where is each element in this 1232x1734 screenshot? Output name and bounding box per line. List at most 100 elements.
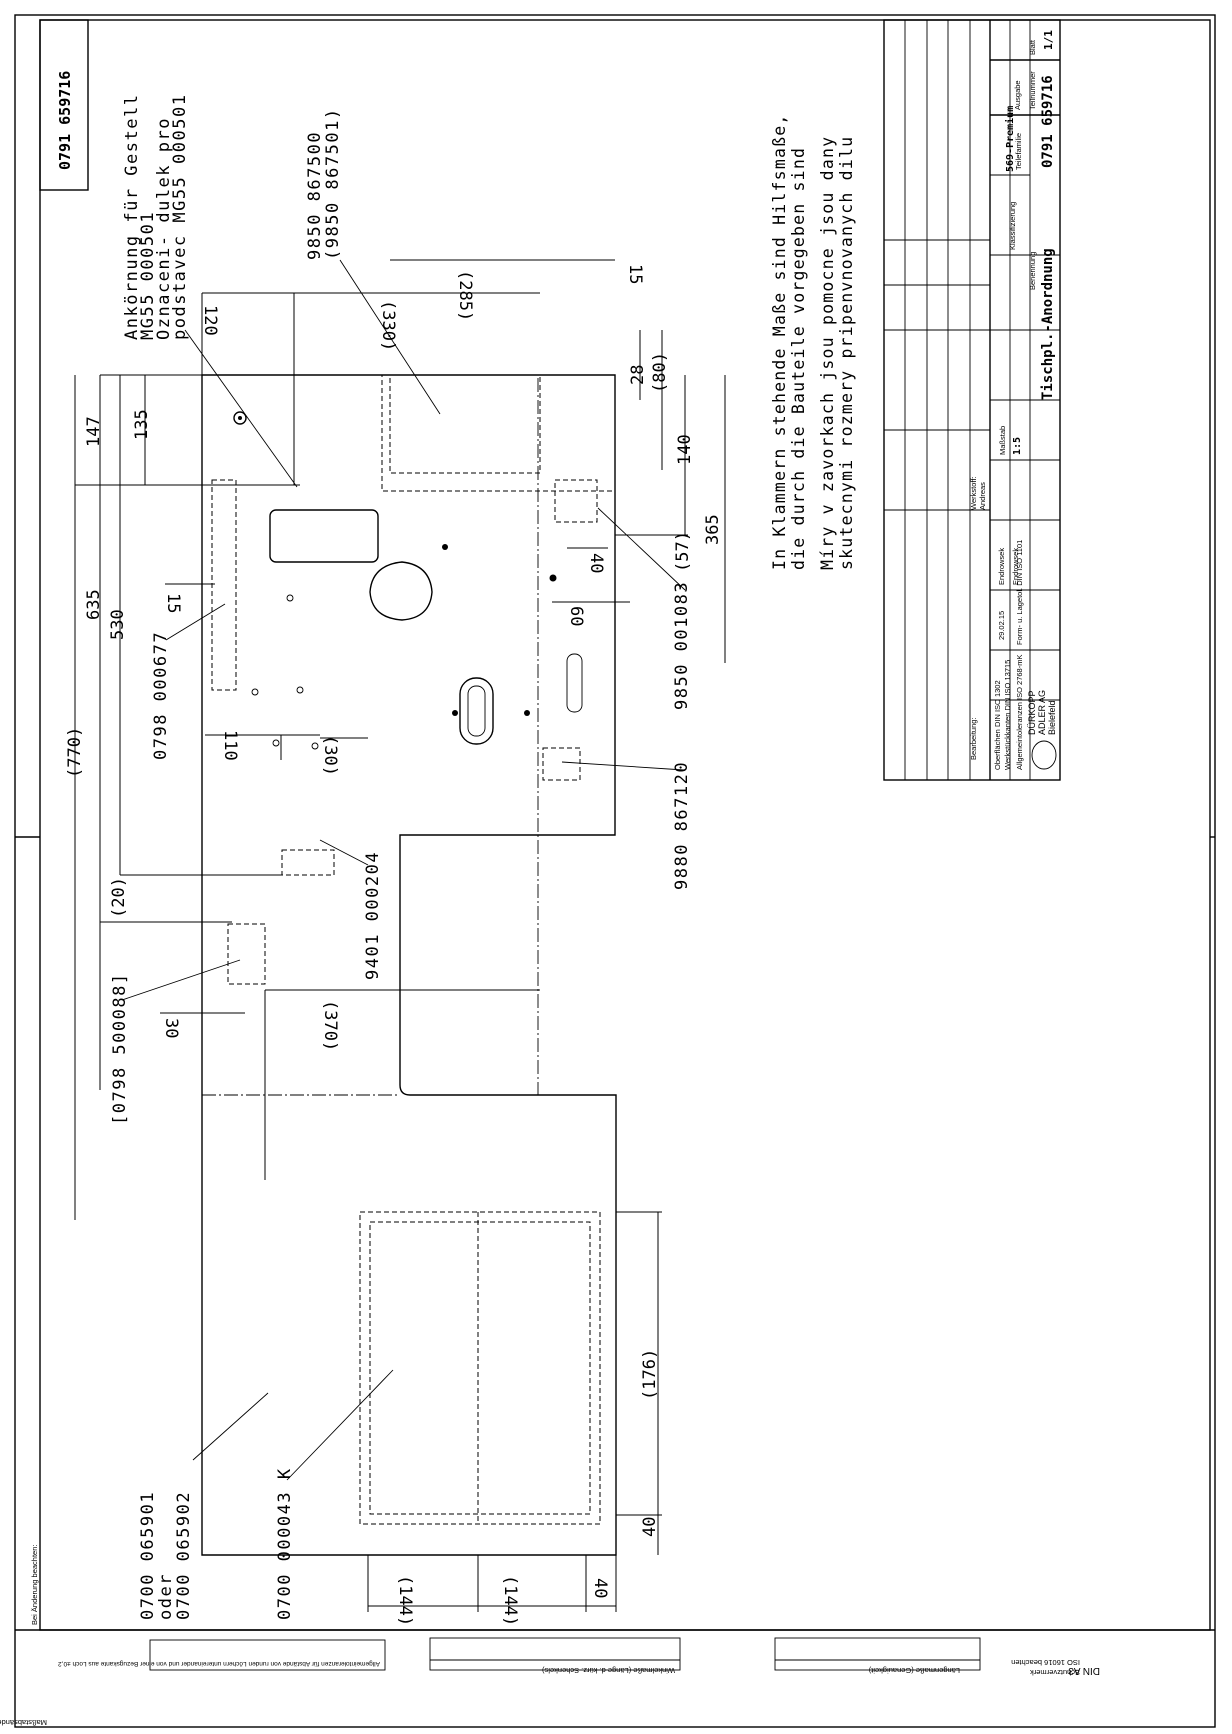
svg-text:die durch die Bauteile vorgege: die durch die Bauteile vorgegeben sind <box>789 147 808 570</box>
tb-bearbeitung: Bearbeitung: <box>969 717 978 760</box>
dim-176: (176) <box>640 1349 660 1400</box>
drawer-outline <box>381 374 616 492</box>
part-0700-000043 <box>359 1211 601 1525</box>
footer-schutzvermerk: Schutzvermerk <box>1030 1668 1080 1677</box>
tb-klassifizierung-label: Klassifizierung <box>1008 202 1017 250</box>
dim-20: (20) <box>109 877 129 918</box>
dim-530: 530 <box>108 609 128 640</box>
svg-text:Míry v zavorkach jsou pomocne: Míry v zavorkach jsou pomocne jsou dany <box>818 136 837 570</box>
tb-blatt-label: Blatt <box>1028 39 1037 55</box>
svg-text:podstavec MG55 000501: podstavec MG55 000501 <box>170 94 190 340</box>
leader-0798-000677 <box>165 603 226 641</box>
svg-text:oder: oder <box>156 1573 176 1620</box>
screw-hole <box>549 574 557 582</box>
screw-hole <box>524 710 530 716</box>
part-0798-000677 <box>211 479 237 691</box>
tb-gezeichnet: Endrowsek <box>997 548 1006 585</box>
svg-text:9850 867500: 9850 867500 <box>305 131 325 260</box>
dim-57: (57) <box>673 531 693 572</box>
drawing-number: 0791 659716 <box>56 71 74 170</box>
dim-285: (285) <box>455 270 475 321</box>
svg-text:Ankörnung für Gestell: Ankörnung für Gestell <box>122 94 142 340</box>
leader-9401-000204 <box>319 839 369 866</box>
svg-text:MG55 000501: MG55 000501 <box>138 211 158 340</box>
svg-text:skutecnymi rozmery pripenvnova: skutecnymi rozmery pripenvnovanych dilu <box>837 136 856 570</box>
leader-0798-500088 <box>121 959 241 1001</box>
tb-kanten: Werkstückkanten DIN ISO 13715 <box>1003 660 1012 770</box>
tb-name: Andreas <box>978 482 987 510</box>
title-block <box>883 19 1061 781</box>
svg-text:0700 065901: 0700 065901 <box>138 1491 158 1620</box>
dim-15b: 15 <box>163 593 183 613</box>
footer-iso: ISO 16016 beachten <box>1011 1658 1080 1667</box>
dim-110: 110 <box>220 730 240 761</box>
dim-365: 365 <box>703 514 723 545</box>
label-9880-867120: 9880 867120 <box>672 761 692 890</box>
svg-text:0700 065902: 0700 065902 <box>174 1491 194 1620</box>
label-0798-000677: 0798 000677 <box>151 631 171 760</box>
label-0700-065901: 0700 065901 oder 0700 065902 <box>138 1491 194 1620</box>
reference-hole-center <box>238 416 242 420</box>
dim-15a: 15 <box>625 264 645 284</box>
dim-30b: 30 <box>161 1018 181 1038</box>
tb-oberflaeche: Oberflächen DIN ISO 1302 <box>993 680 1002 770</box>
tb-massstab: 1:5 <box>1012 437 1023 455</box>
label-0700-000043: 0700 000043 K <box>275 1467 295 1620</box>
dim-140: 140 <box>675 434 695 465</box>
tb-blatt: 1/1 <box>1042 30 1055 50</box>
tb-massstab-label: Maßstab <box>998 426 1007 455</box>
leader-9850-001083 <box>597 507 686 591</box>
dim-330: (330) <box>378 300 398 351</box>
table-top-outline <box>201 374 617 1556</box>
reference-hole <box>233 411 247 425</box>
dim-80: (80) <box>650 352 670 393</box>
small-hole <box>311 742 319 750</box>
part-0798-500088 <box>227 923 266 985</box>
dim-40b: 40 <box>640 1517 660 1537</box>
svg-text:Oznaceni- dulek pro: Oznaceni- dulek pro <box>154 117 174 340</box>
tb-company: DÜRKOPP ADLER AG Bielefeld <box>1027 690 1057 735</box>
left-note: Bei Änderung beachten: <box>30 1545 39 1625</box>
footer-winkel-table <box>429 1637 681 1671</box>
svg-text:DÜRKOPP: DÜRKOPP <box>1027 690 1037 735</box>
drawing-number-box <box>39 19 89 191</box>
label-9850-001083: 9850 001083 <box>672 581 692 710</box>
tb-benennung-label: Benennung <box>1028 252 1037 290</box>
bobbin-cutout <box>369 561 433 621</box>
tb-geprueft: Endrowsek <box>1011 548 1020 585</box>
label-9850-867500: 9850 867500 (9850 867501) <box>305 107 343 260</box>
screw-hole <box>442 544 448 550</box>
dim-30a: (30) <box>320 735 340 776</box>
small-hole <box>251 688 259 696</box>
screw-hole <box>452 710 458 716</box>
dim-370: (370) <box>320 1000 340 1051</box>
leader-0700-000043 <box>286 1369 394 1481</box>
dim-135: 135 <box>132 409 152 440</box>
dim-120: 120 <box>200 305 220 336</box>
footer-massaenderung: Maßstabsänderung druckbedingt <box>0 1718 47 1727</box>
dim-60: 60 <box>566 606 586 626</box>
leader-9850-867500 <box>339 259 441 415</box>
part-0700-000043-inner <box>369 1221 591 1515</box>
machine-cutout <box>269 509 379 563</box>
footer-mass-table <box>774 1637 981 1671</box>
footer-winkel: Winkelmaße (Länge d. kürz. Schenkels) <box>542 1666 675 1675</box>
slot-inner <box>467 685 486 737</box>
tb-toleranzen: Allgemeintoleranzen ISO 2768-mK <box>1015 655 1024 770</box>
leader-9880-867120 <box>561 761 685 771</box>
dim-144b: (144) <box>500 1575 520 1626</box>
part-9850-001083 <box>554 479 598 523</box>
label-0798-500088: [0798 500088] <box>110 972 130 1125</box>
tb-teilnummer: 0791 659716 <box>1040 75 1056 168</box>
company-logo-icon <box>1031 740 1057 770</box>
small-hole <box>296 686 304 694</box>
notes-block: In Klammern stehende Maße sind Hilfsmaße… <box>770 114 856 571</box>
footer-mass: Längenmaße (Genauigkeit) <box>868 1666 960 1675</box>
tb-teilefamilie-label: Teilefamilie <box>1014 133 1023 170</box>
svg-text:In Klammern stehende Maße sind: In Klammern stehende Maße sind Hilfsmaße… <box>770 114 789 571</box>
drawer-inner <box>389 374 541 474</box>
dim-147: 147 <box>84 416 104 447</box>
tb-benennung: Tischpl.-Anordnung <box>1040 248 1056 400</box>
leader-0700-065901 <box>192 1392 269 1461</box>
